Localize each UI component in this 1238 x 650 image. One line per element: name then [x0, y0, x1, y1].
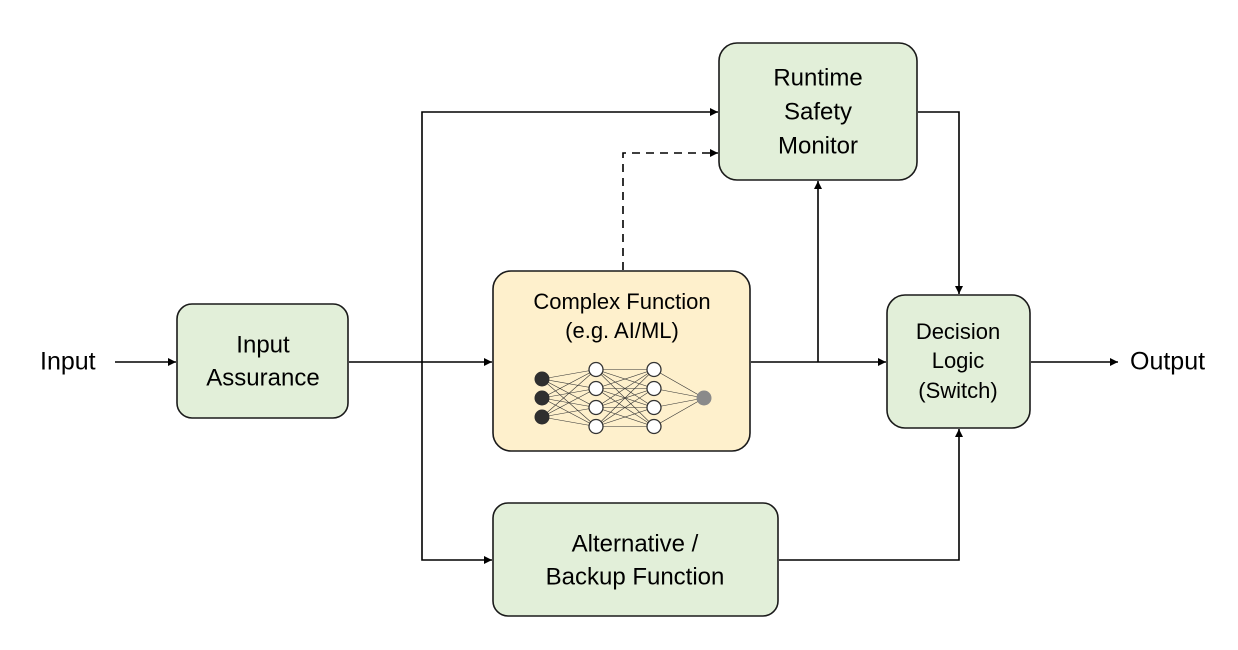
- nn-connection: [653, 397, 705, 427]
- nn-connection: [653, 369, 705, 399]
- nn-connection: [595, 369, 655, 389]
- backup-to-decision-arrow: [779, 429, 963, 561]
- nn-connection: [541, 416, 597, 427]
- nn-hidden-node: [588, 399, 604, 416]
- nn-connection: [653, 388, 705, 399]
- nn-connection: [595, 388, 655, 427]
- decision-logic-label-line3: (Switch): [918, 378, 997, 403]
- nn-connection: [595, 407, 655, 427]
- nn-hidden-node: [646, 361, 662, 378]
- nn-input-node: [534, 390, 550, 406]
- nn-connection: [541, 407, 597, 418]
- nn-hidden-node: [588, 418, 604, 435]
- complex-function-label-line2: (e.g. AI/ML): [565, 318, 679, 343]
- complex-function-label-line1: Complex Function: [533, 289, 710, 314]
- decision-logic-label-line2: Logic: [932, 348, 985, 373]
- input-assurance-label-line2: Assurance: [206, 364, 319, 391]
- nn-input-node: [534, 409, 550, 425]
- nn-hidden-node: [588, 361, 604, 378]
- complex-function-block: Complex Function (e.g. AI/ML): [492, 270, 751, 452]
- nn-hidden-node: [588, 380, 604, 397]
- output-terminal-label: Output: [1130, 348, 1205, 376]
- nn-connection: [541, 388, 597, 418]
- runtime-monitor-label-line3: Monitor: [778, 132, 858, 159]
- nn-connection: [541, 369, 597, 418]
- nn-connection: [595, 369, 655, 408]
- decision-logic-block: Decision Logic (Switch): [886, 294, 1031, 429]
- branch-to-backup-arrow: [421, 362, 492, 564]
- nn-hidden-node: [646, 380, 662, 397]
- neural-network-icon: [534, 361, 712, 435]
- input-assurance-block: Input Assurance: [176, 303, 349, 419]
- input-terminal-label: Input: [40, 348, 96, 376]
- input-assurance-label-line1: Input: [236, 331, 290, 358]
- nn-output-node: [696, 390, 712, 406]
- backup-function-block: Alternative / Backup Function: [492, 502, 779, 617]
- nn-input-node: [534, 371, 550, 387]
- nn-connection: [541, 369, 597, 399]
- nn-connection: [653, 397, 705, 408]
- runtime-monitor-label-line1: Runtime: [773, 64, 862, 91]
- nn-hidden-node: [646, 418, 662, 435]
- nn-connection: [595, 369, 655, 427]
- complex-to-monitor-dashed-arrow: [622, 149, 718, 270]
- nn-connection: [541, 369, 597, 380]
- backup-function-label-line1: Alternative /: [572, 530, 699, 557]
- connectors: [115, 108, 1118, 564]
- nn-hidden-node: [646, 399, 662, 416]
- runtime-safety-monitor-block: Runtime Safety Monitor: [718, 42, 918, 181]
- branch-to-monitor-arrow: [421, 108, 718, 362]
- decision-logic-label-line1: Decision: [916, 319, 1000, 344]
- backup-function-label-line2: Backup Function: [546, 563, 725, 590]
- runtime-monitor-label-line2: Safety: [784, 98, 852, 125]
- monitor-to-decision-arrow: [918, 111, 963, 294]
